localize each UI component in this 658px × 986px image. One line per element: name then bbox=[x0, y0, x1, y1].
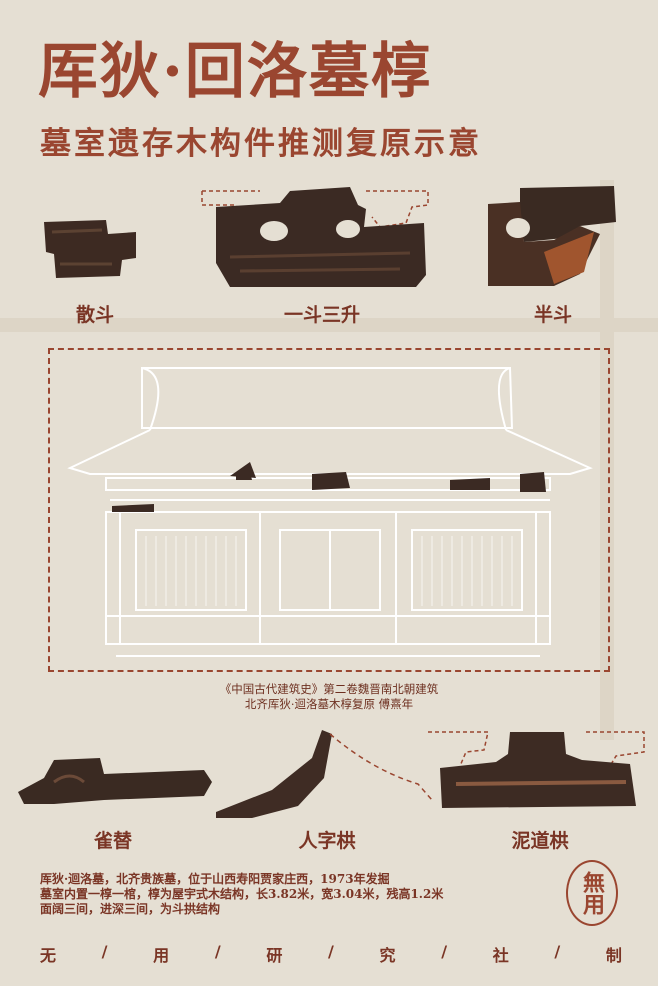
page-title: 厍狄·回洛墓椁 bbox=[38, 37, 433, 107]
footer-char: 社 bbox=[492, 946, 509, 965]
bandou-piece-image bbox=[488, 186, 616, 286]
footer-credit: 无 / 用 / 研 / 究 / 社 / 制 bbox=[40, 942, 622, 966]
footer-separator: / bbox=[328, 942, 334, 961]
figure-caption: 《中国古代建筑史》第二卷魏晋南北朝建筑 北齐厍狄·迴洛墓木椁复原 傅熹年 bbox=[0, 682, 658, 712]
seal-logo: 無用 bbox=[566, 860, 618, 926]
component-label-yidou-sansheng: 一斗三升 bbox=[283, 304, 361, 326]
description-line: 墓室内置一椁一棺，椁为屋宇式木结构，长3.82米，宽3.04米，残高1.2米 bbox=[40, 887, 444, 901]
caption-source: 《中国古代建筑史》第二卷魏晋南北朝建筑 bbox=[219, 682, 439, 696]
footer-separator: / bbox=[441, 942, 448, 961]
yidou-sansheng-piece-image bbox=[201, 187, 429, 287]
queti-piece-image bbox=[18, 758, 212, 804]
component-label-queti: 雀替 bbox=[93, 830, 133, 852]
renzigong-piece-image bbox=[216, 730, 433, 818]
background-band bbox=[600, 180, 614, 740]
component-label-sandou: 散斗 bbox=[75, 304, 115, 326]
background-band bbox=[0, 318, 658, 332]
footer-char: 无 bbox=[40, 946, 57, 965]
tomb-reconstruction-drawing bbox=[67, 367, 593, 657]
footer-separator: / bbox=[101, 942, 108, 961]
nidaogong-piece-image bbox=[428, 731, 645, 808]
footer-char: 究 bbox=[379, 946, 396, 965]
component-label-bandou: 半斗 bbox=[533, 304, 573, 326]
footer-char: 研 bbox=[266, 946, 283, 965]
description-line: 面阔三间，进深三间，为斗拱结构 bbox=[40, 902, 221, 916]
footer-separator: / bbox=[214, 942, 221, 961]
reconstruction-drawing-frame bbox=[48, 348, 610, 672]
caption-title: 北齐厍狄·迴洛墓木椁复原 傅熹年 bbox=[244, 697, 414, 711]
description-line: 厍狄·迴洛墓，北齐贵族墓，位于山西寿阳贾家庄西，1973年发掘 bbox=[40, 872, 390, 886]
page-subtitle: 墓室遗存木构件推测复原示意 bbox=[40, 126, 482, 162]
tomb-description: 厍狄·迴洛墓，北齐贵族墓，位于山西寿阳贾家庄西，1973年发掘 墓室内置一椁一棺… bbox=[40, 872, 443, 917]
footer-char: 用 bbox=[153, 946, 170, 965]
sandou-piece-image bbox=[44, 220, 136, 278]
footer-separator: / bbox=[554, 942, 561, 961]
seal-text: 無用 bbox=[579, 871, 605, 915]
component-label-nidaogong: 泥道栱 bbox=[511, 830, 569, 852]
component-label-renzigong: 人字栱 bbox=[298, 830, 356, 852]
footer-char: 制 bbox=[605, 946, 622, 965]
